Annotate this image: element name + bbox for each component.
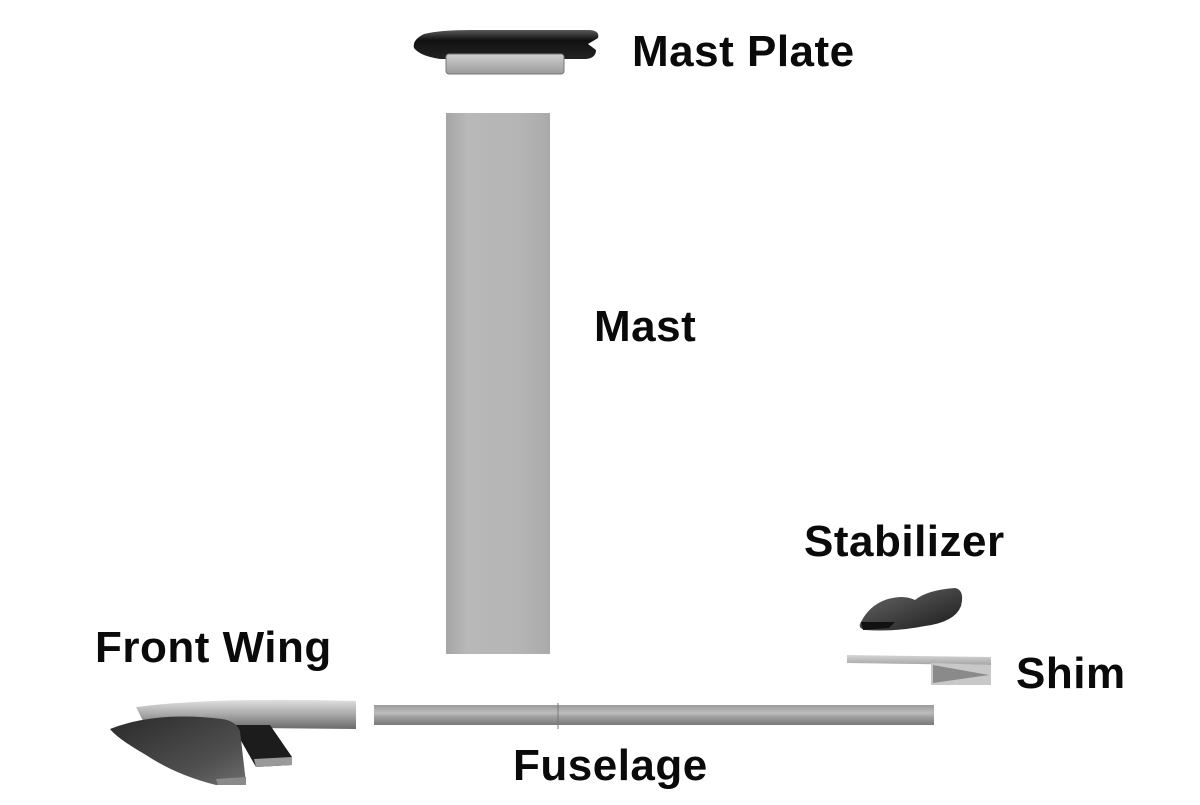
label-mast: Mast	[594, 302, 697, 351]
label-mast-plate: Mast Plate	[632, 27, 855, 76]
stabilizer-part	[859, 588, 963, 631]
label-stabilizer: Stabilizer	[804, 517, 1005, 566]
front-wing-part	[110, 699, 356, 785]
mast-plate-part	[413, 30, 599, 75]
label-front-wing: Front Wing	[95, 623, 332, 672]
label-shim: Shim	[1016, 649, 1126, 698]
label-fuselage: Fuselage	[513, 741, 708, 790]
mast-part	[446, 113, 550, 654]
shim-part	[847, 655, 991, 685]
fuselage-part	[374, 703, 934, 729]
